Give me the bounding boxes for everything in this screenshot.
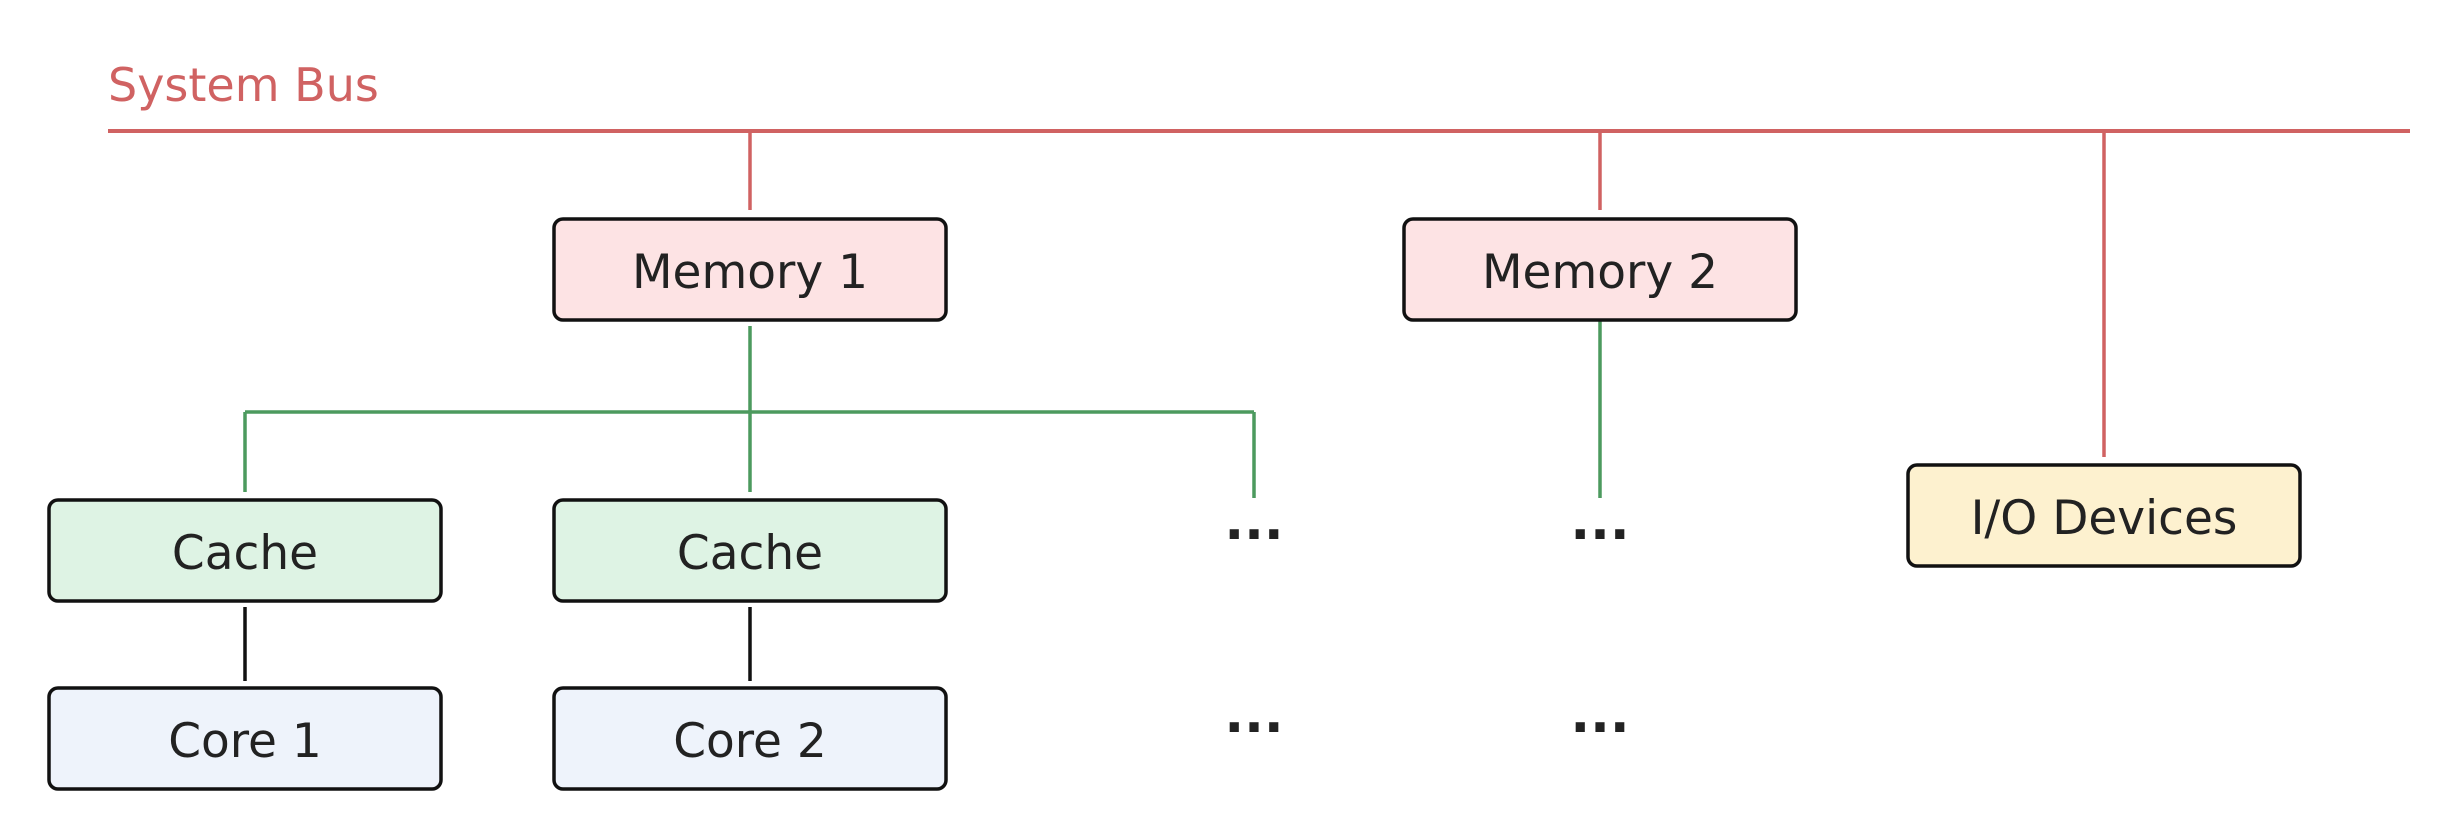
memory2-node: Memory 2 xyxy=(1402,217,1798,322)
core2-node: Core 2 xyxy=(552,686,948,791)
cache2-box xyxy=(552,498,948,603)
core1-node: Core 1 xyxy=(47,686,443,791)
core1-label: Core 1 xyxy=(168,714,322,769)
memory2-more-cores-ellipsis: ··· xyxy=(1570,698,1629,758)
cache2-label: Cache xyxy=(677,526,823,581)
memory1-more-caches-ellipsis: ··· xyxy=(1224,505,1283,565)
core2-box xyxy=(552,686,948,791)
cache2-node: Cache xyxy=(552,498,948,603)
memory2-label: Memory 2 xyxy=(1482,245,1718,300)
cache1-label: Cache xyxy=(172,526,318,581)
memory1-node: Memory 1 xyxy=(552,217,948,322)
system-bus-label: System Bus xyxy=(108,58,379,112)
memory2-more-caches-ellipsis: ··· xyxy=(1570,505,1629,565)
core2-label: Core 2 xyxy=(673,714,827,769)
memory2-box xyxy=(1402,217,1798,322)
memory1-more-cores-ellipsis: ··· xyxy=(1224,698,1283,758)
core1-box xyxy=(47,686,443,791)
memory1-label: Memory 1 xyxy=(632,245,868,300)
cache1-node: Cache xyxy=(47,498,443,603)
cache1-box xyxy=(47,498,443,603)
memory1-box xyxy=(552,217,948,322)
io-devices-label: I/O Devices xyxy=(1971,491,2238,546)
io-devices-box xyxy=(1906,463,2302,568)
io-devices-node: I/O Devices xyxy=(1906,463,2302,568)
